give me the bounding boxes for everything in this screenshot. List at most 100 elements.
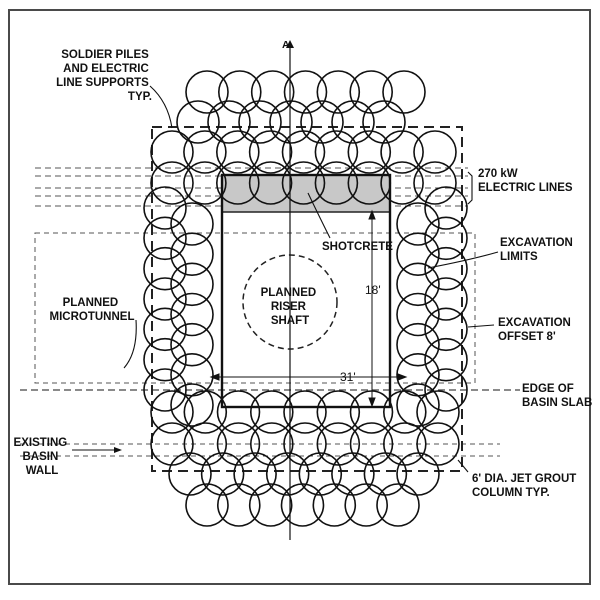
- jet-grout-column: [314, 161, 359, 205]
- jet-grout-column: [170, 383, 214, 427]
- jet-grout-column: [150, 161, 194, 205]
- jet-grout-column: [150, 422, 194, 466]
- jet-grout-column: [396, 452, 440, 496]
- jet-grout-column: [150, 130, 194, 174]
- jet-grout-column: [380, 130, 424, 174]
- jet-grout-column: [424, 337, 468, 382]
- jet-grout-column: [316, 70, 361, 114]
- jet-grout-column: [200, 452, 245, 496]
- jet-grout-column: [413, 161, 457, 205]
- jet-grout-column: [170, 202, 214, 246]
- section-marker-label: A: [282, 39, 290, 51]
- jet-grout-column: [238, 100, 282, 144]
- jet-grout-column: [349, 70, 394, 114]
- jet-grout-column: [185, 483, 229, 527]
- jet-grout-column: [216, 130, 260, 174]
- jet-grout-column: [269, 100, 313, 144]
- jet-grout-column: [170, 262, 214, 307]
- jet-grout-column: [344, 483, 389, 527]
- jet-grout-column: [216, 161, 260, 205]
- planned-riser-shaft-label: PLANNED RISER SHAFT: [261, 287, 320, 327]
- leader-lines: [72, 85, 499, 473]
- jet-grout-column: [424, 307, 468, 352]
- jet-grout-columns: [143, 70, 468, 527]
- jet-grout-column: [347, 161, 392, 205]
- jet-grout-column: [248, 483, 293, 527]
- jet-grout-column: [396, 262, 440, 307]
- jet-grout-column: [216, 422, 261, 466]
- jet-grout-column: [316, 390, 361, 434]
- jet-grout-column: [168, 452, 212, 496]
- basin-wall-arrow-icon: [114, 447, 122, 453]
- jet-grout-column: [316, 422, 361, 466]
- jet-grout-column: [396, 232, 440, 276]
- jet-grout-column: [250, 70, 295, 114]
- jet-grout-column: [183, 161, 227, 205]
- jet-grout-column: [283, 70, 328, 114]
- jet-grout-column: [416, 422, 460, 466]
- jet-grout-column: [183, 422, 228, 466]
- jet-grout-column: [283, 390, 327, 434]
- jet-grout-column: [413, 130, 457, 174]
- excavation-offset-label: EXCAVATION OFFSET 8': [498, 317, 574, 343]
- jet-grout-column: [424, 246, 468, 291]
- jet-grout-column: [396, 202, 440, 246]
- jet-grout-column: [416, 390, 460, 434]
- jet-grout-column: [382, 70, 426, 114]
- dimension-31ft: [209, 373, 408, 381]
- jet-grout-column: [424, 277, 468, 321]
- jet-grout-column: [143, 307, 187, 352]
- shotcrete-band: [221, 174, 391, 213]
- jet-grout-column: [150, 390, 194, 434]
- excavation-offset-boundary: [151, 126, 463, 472]
- jet-grout-column: [143, 277, 187, 321]
- jet-grout-column: [362, 100, 406, 144]
- jet-grout-column: [248, 130, 293, 174]
- jet-grout-column: [218, 70, 262, 114]
- jet-grout-column: [396, 292, 440, 337]
- dimension-18ft-label: 18': [365, 283, 381, 297]
- jet-grout-column-label: 6' DIA. JET GROUT COLUMN TYP.: [472, 473, 580, 499]
- jet-grout-column: [176, 100, 220, 144]
- jet-grout-column: [424, 368, 468, 412]
- excavation-limits-label: EXCAVATION LIMITS: [500, 237, 576, 263]
- jet-grout-column: [281, 130, 326, 174]
- jet-grout-column: [312, 483, 357, 527]
- electric-lines: [35, 167, 468, 207]
- electric-lines-label: 270 kW ELECTRIC LINES: [478, 168, 573, 194]
- jet-grout-column: [185, 70, 229, 114]
- existing-basin-wall-label: EXISTING BASIN WALL: [14, 437, 71, 477]
- jet-grout-column: [248, 161, 293, 205]
- jet-grout-column: [170, 322, 214, 367]
- jet-grout-column: [170, 352, 214, 397]
- jet-grout-column: [170, 232, 214, 276]
- jet-grout-column: [217, 483, 261, 527]
- jet-grout-column: [170, 292, 214, 337]
- jet-grout-column: [280, 483, 325, 527]
- jet-grout-column: [347, 130, 392, 174]
- shotcrete-label: SHOTCRETE: [322, 241, 393, 253]
- jet-grout-column: [314, 130, 359, 174]
- jet-grout-column: [143, 186, 187, 230]
- jet-grout-column: [331, 100, 375, 144]
- jet-grout-column: [249, 390, 294, 434]
- jet-grout-column: [281, 161, 326, 205]
- jet-grout-column: [283, 422, 327, 466]
- jet-grout-column: [396, 322, 440, 367]
- jet-grout-column: [424, 216, 468, 261]
- jet-grout-column: [376, 483, 420, 527]
- planned-microtunnel-outline: [34, 232, 476, 384]
- jet-grout-column: [207, 100, 251, 144]
- jet-grout-column: [216, 390, 261, 434]
- diagram-frame: [8, 9, 591, 585]
- jet-grout-column: [183, 130, 227, 174]
- planned-microtunnel-label: PLANNED MICROTUNNEL: [50, 297, 135, 323]
- dimension-31ft-label: 31': [340, 370, 356, 384]
- jet-grout-column: [143, 246, 187, 291]
- jet-grout-column: [233, 452, 277, 496]
- jet-grout-column: [143, 216, 187, 261]
- jet-grout-column: [249, 422, 294, 466]
- soldier-piles-label: SOLDIER PILES AND ELECTRIC LINE SUPPORTS…: [56, 49, 152, 103]
